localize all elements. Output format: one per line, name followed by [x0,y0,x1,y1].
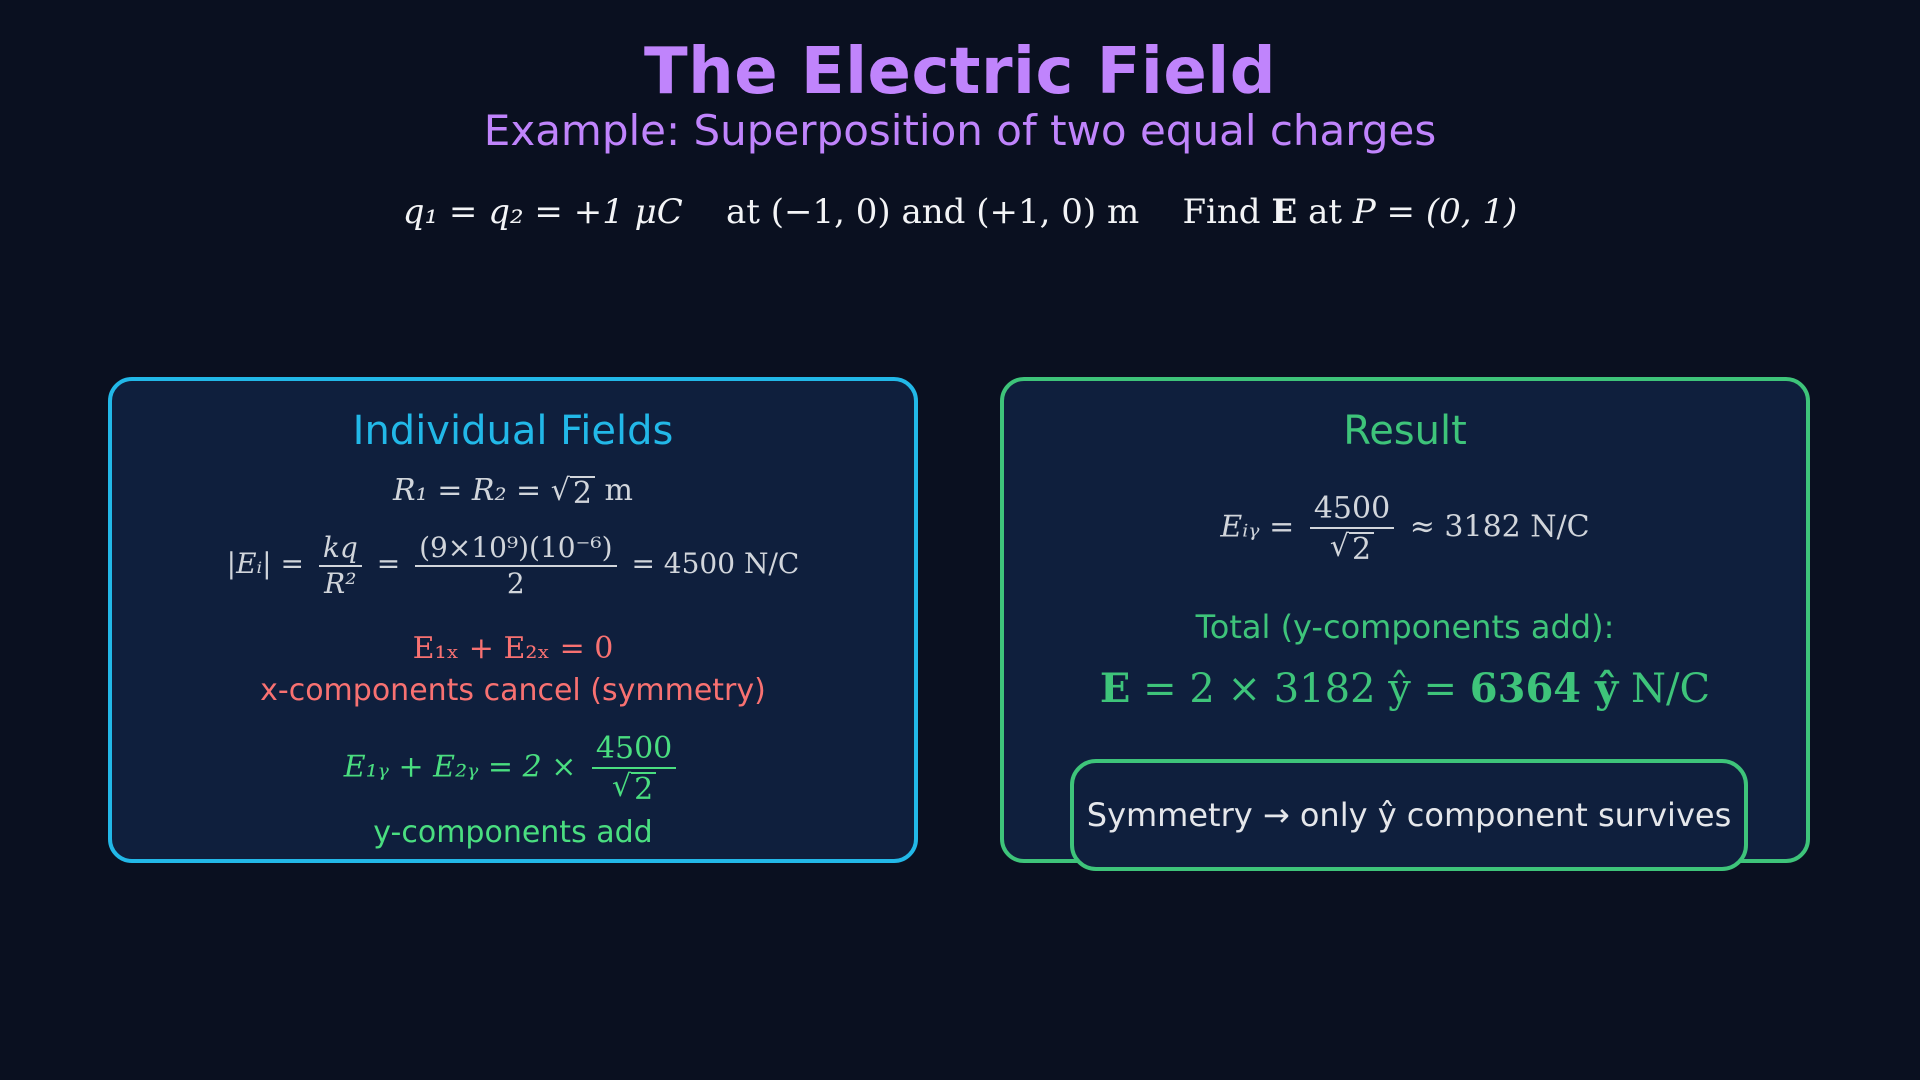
radical-icon: √ [1329,529,1350,564]
equals-sign: = [376,547,401,581]
distance-lhs: R₁ = R₂ = [393,473,542,508]
individual-fields-title: Individual Fields [352,408,674,454]
total-label: Total (y-components add): [1195,608,1615,646]
magnitude-frac-1: kq R² [318,531,362,600]
symmetry-callout-text: Symmetry → only ŷ component survives [1086,796,1732,834]
result-title: Result [1343,408,1467,454]
total-equation: E = 2 × 3182 ŷ = 6364 ŷ N/C [1004,665,1806,712]
given-point: P = (0, 1) [1352,192,1518,232]
magnitude-lhs: |Eᵢ| = [226,547,304,581]
eiy-equation: Eᵢᵧ = 4500 √2 ≈ 3182 N/C [1004,491,1806,566]
eiy-lhs: Eᵢᵧ = [1220,509,1295,545]
given-and-word: and [901,192,966,232]
eiy-num: 4500 [1309,491,1395,529]
given-field-symbol: E [1271,192,1298,232]
distance-unit: m [604,473,633,508]
y-components-sqrt: √2 [611,769,657,806]
y-components-radicand: 2 [631,772,657,806]
y-components-den: √2 [608,769,660,806]
total-unit: N/C [1631,666,1711,712]
eiy-result: ≈ 3182 N/C [1409,509,1590,545]
magnitude-frac-2-den: 2 [506,566,525,600]
eiy-frac: 4500 √2 [1309,491,1395,566]
given-unit: m [1106,192,1140,232]
magnitude-equation: |Eᵢ| = kq R² = (9×10⁹)(10⁻⁶) 2 = 4500 N/… [112,531,914,600]
total-middle: = 2 × 3182 ŷ = [1143,666,1458,712]
magnitude-frac-2: (9×10⁹)(10⁻⁶) 2 [415,531,617,600]
x-components-equation: E₁ₓ + E₂ₓ = 0 [412,631,614,666]
y-components-note: y-components add [373,815,653,850]
magnitude-frac-1-den: R² [324,566,357,600]
y-components-lhs: E₁ᵧ + E₂ᵧ = 2 × [343,749,577,785]
magnitude-result: = 4500 N/C [631,547,800,581]
eiy-radicand: 2 [1349,532,1375,566]
given-at-word: at [726,192,760,232]
magnitude-frac-2-num: (9×10⁹)(10⁻⁶) [415,531,617,567]
result-panel: Result Eᵢᵧ = 4500 √2 ≈ 3182 N/C Total (y… [1000,377,1810,871]
total-field-symbol: E [1099,665,1131,712]
given-position-2: (+1, 0) [976,192,1097,232]
given-position-1: (−1, 0) [770,192,891,232]
y-components-frac: 4500 √2 [591,731,677,806]
total-bold-value: 6364 ŷ [1469,665,1619,712]
eiy-den: √2 [1326,529,1378,566]
page-title: The Electric Field [643,35,1277,109]
radical-icon: √ [550,473,570,508]
given-conditions: q₁ = q₂ = +1 μC at (−1, 0) and (+1, 0) m… [0,190,1920,234]
distance-sqrt: √2 [551,473,595,510]
page-subtitle: Example: Superposition of two equal char… [483,106,1437,155]
given-find-word: Find [1182,192,1261,232]
individual-fields-panel: Individual Fields R₁ = R₂ = √2 m |Eᵢ| = … [108,377,918,863]
magnitude-frac-1-num: kq [318,531,362,567]
symmetry-callout: Symmetry → only ŷ component survives [1070,759,1748,871]
radical-icon: √ [611,769,632,804]
x-components-note: x-components cancel (symmetry) [260,673,766,708]
y-components-equation: E₁ᵧ + E₂ᵧ = 2 × 4500 √2 [112,731,914,806]
y-components-num: 4500 [591,731,677,769]
distance-equation: R₁ = R₂ = √2 m [112,473,914,510]
distance-radicand: 2 [569,476,595,510]
given-at-word-2: at [1308,192,1343,232]
eiy-sqrt: √2 [1329,529,1375,566]
given-charges: q₁ = q₂ = +1 μC [402,192,683,232]
